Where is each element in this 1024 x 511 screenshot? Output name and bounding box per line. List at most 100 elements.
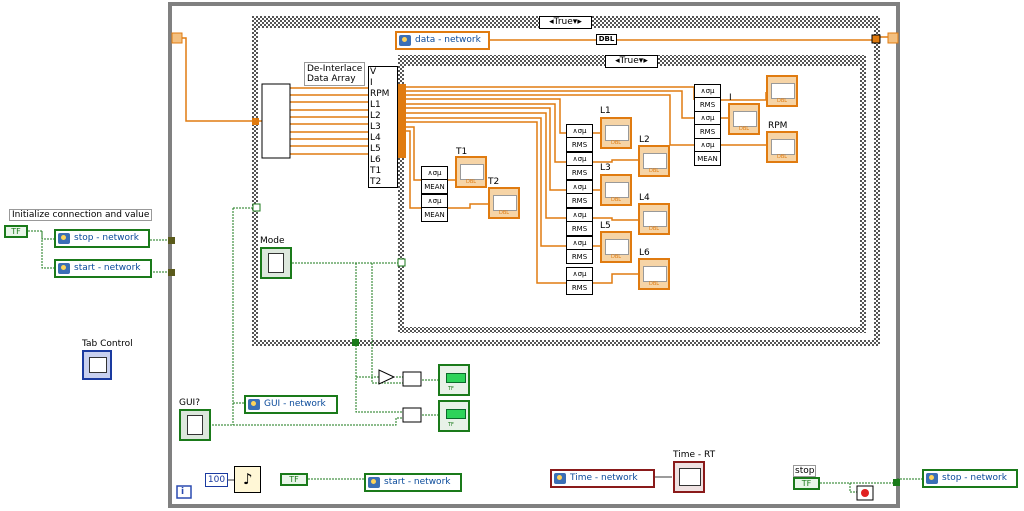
waveform-chart-icon	[605, 182, 629, 198]
gui-switch-terminal[interactable]	[179, 409, 211, 441]
l4-chart-indicator[interactable]: DBL	[638, 203, 670, 235]
outer-case-selector[interactable]: ◂True▾▸	[539, 16, 592, 29]
gui-network-variable[interactable]: GUI - network	[244, 395, 338, 414]
l6-label: L6	[639, 248, 650, 258]
thermometer-icon	[493, 195, 517, 211]
wait-ms-constant[interactable]: 100	[205, 473, 228, 487]
stats-icon: ∧σμ	[567, 125, 592, 138]
network-variable-icon	[926, 473, 938, 484]
time-rt-indicator[interactable]	[673, 461, 705, 493]
stop-network-variable-2[interactable]: stop - network	[922, 469, 1018, 488]
boolean-indicator-2[interactable]: TF	[438, 400, 470, 432]
loop-stop-terminal[interactable]	[856, 485, 874, 501]
time-network-variable[interactable]: Time - network	[550, 469, 655, 488]
stats-icon: ∧σμ	[567, 181, 592, 194]
inner-case-selector[interactable]: ◂True▾▸	[605, 55, 658, 68]
gauge-icon	[771, 139, 795, 155]
l5-label: L5	[600, 221, 611, 231]
l3-chart-indicator[interactable]: DBL	[600, 174, 632, 206]
true-constant-init[interactable]: TF	[4, 225, 28, 238]
inner-case-value: True	[619, 56, 639, 66]
tunnel-case-bottom	[352, 339, 359, 346]
and-gate-1[interactable]	[402, 371, 422, 387]
stats-icon: ∧σμ	[567, 237, 592, 250]
orange-data-wires	[180, 36, 893, 284]
not-gate[interactable]	[378, 369, 396, 385]
waveform-chart-icon	[605, 125, 629, 141]
stop-control-terminal[interactable]: TF	[793, 477, 820, 490]
mode-label: Mode	[260, 236, 285, 246]
inner-case-prev-icon[interactable]: ◂	[615, 56, 620, 66]
waveform-chart-icon	[643, 266, 667, 282]
start-network-variable-2[interactable]: start - network	[364, 473, 462, 492]
shift-register-right[interactable]	[887, 32, 899, 44]
t2-thermometer-indicator[interactable]: DBL	[488, 187, 520, 219]
tab-control-terminal[interactable]	[82, 350, 112, 380]
waveform-chart-icon	[643, 211, 667, 227]
tunnel-dbl-out	[871, 34, 881, 44]
stop-network-variable-1-label: stop - network	[74, 233, 139, 243]
l2-label: L2	[639, 135, 650, 145]
outer-case-prev-icon[interactable]: ◂	[549, 17, 554, 27]
inner-case-structure[interactable]	[398, 55, 866, 333]
tunnel-case-left	[252, 118, 259, 125]
l2-chart-indicator[interactable]: DBL	[638, 145, 670, 177]
network-variable-icon	[368, 477, 380, 488]
clock-icon	[679, 468, 701, 486]
l1-chart-indicator[interactable]: DBL	[600, 117, 632, 149]
start-network-variable-1[interactable]: start - network	[54, 259, 152, 278]
toggle-switch-icon	[268, 253, 284, 273]
wait-ms-function[interactable]: ♪	[234, 466, 261, 493]
outer-case-next-icon[interactable]: ▾▸	[572, 17, 582, 27]
index-array-node[interactable]	[261, 83, 291, 159]
unbundle-by-name-node[interactable]: V I RPM L1 L2 L3 L4 L5 L6 T1 T2	[368, 66, 398, 188]
true-constant-start[interactable]: TF	[280, 473, 308, 486]
rpm-gauge-indicator[interactable]: DBL	[766, 131, 798, 163]
stats-icon: ∧σμ	[695, 112, 720, 125]
boolean-indicator-1[interactable]: TF	[438, 364, 470, 396]
stop-network-variable-1[interactable]: stop - network	[54, 229, 150, 248]
shift-register-left[interactable]	[171, 32, 183, 44]
stats-icon: ∧σμ	[422, 167, 447, 180]
while-loop-frame[interactable]	[168, 2, 900, 508]
stats-icon: ∧σμ	[695, 85, 720, 98]
unbundle-output-rpm: RPM	[370, 89, 390, 99]
stats-icon: ∧σμ	[567, 268, 592, 281]
l1-label: L1	[600, 106, 611, 116]
start-network-variable-1-label: start - network	[74, 263, 141, 273]
iteration-terminal	[176, 485, 192, 499]
data-network-variable[interactable]: data - network	[395, 31, 490, 50]
tunnel-mode-in	[252, 203, 261, 212]
unbundle-output-l2: L2	[370, 111, 381, 121]
t2-label: T2	[488, 177, 500, 187]
tunnel-start-network	[168, 269, 175, 276]
to-dbl-node[interactable]: DBL	[596, 34, 617, 45]
data-network-variable-label: data - network	[415, 35, 481, 45]
deinterlace-label: De-Interlace Data Array	[304, 62, 366, 86]
i-chart-indicator[interactable]: DBL	[728, 103, 760, 135]
and-gate-2[interactable]	[402, 407, 422, 423]
t1-thermometer-indicator[interactable]: DBL	[455, 156, 487, 188]
mode-switch-terminal[interactable]	[260, 247, 292, 279]
l5-chart-indicator[interactable]: DBL	[600, 231, 632, 263]
t1-label: T1	[456, 147, 468, 157]
v-chart-indicator[interactable]: DBL	[766, 75, 798, 107]
inner-case-next-icon[interactable]: ▾▸	[638, 56, 648, 66]
l6-chart-indicator[interactable]: DBL	[638, 258, 670, 290]
tab-control-icon	[89, 357, 107, 373]
unbundle-output-l5: L5	[370, 144, 381, 154]
unbundle-output-i: I	[370, 78, 373, 88]
initialize-label: Initialize connection and value	[9, 209, 153, 221]
